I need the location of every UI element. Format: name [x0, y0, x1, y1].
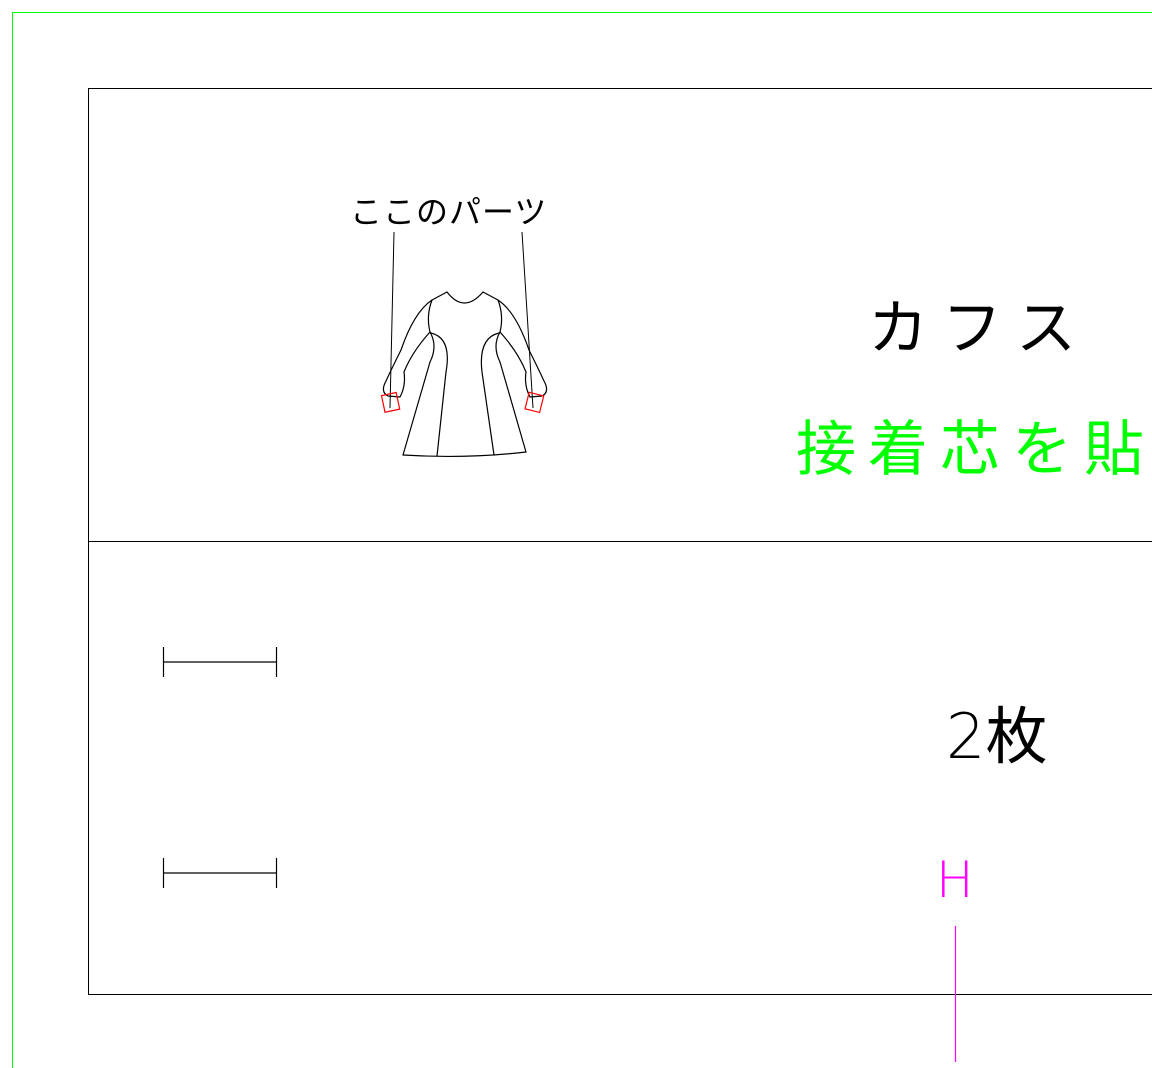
grain-marker: H: [936, 851, 974, 909]
callout-leaders: [389, 231, 534, 409]
dimension-bar-top: [162, 647, 278, 677]
left-cuff-marker: [380, 391, 401, 413]
cuff-marker-icon: [380, 391, 545, 414]
dress-sketch-icon: [382, 291, 548, 458]
callout-label: ここのパーツ: [350, 193, 548, 231]
part-note: 接着芯を貼: [796, 415, 1152, 485]
part-quantity: 2枚: [946, 700, 1048, 773]
part-name: カフス: [868, 294, 1090, 364]
right-cuff-marker: [524, 391, 545, 414]
title-table: [88, 88, 1152, 995]
dimension-bar-icon: [162, 647, 278, 888]
sheet-frame: [12, 12, 1152, 1068]
dimension-bar-bottom: [162, 858, 278, 888]
